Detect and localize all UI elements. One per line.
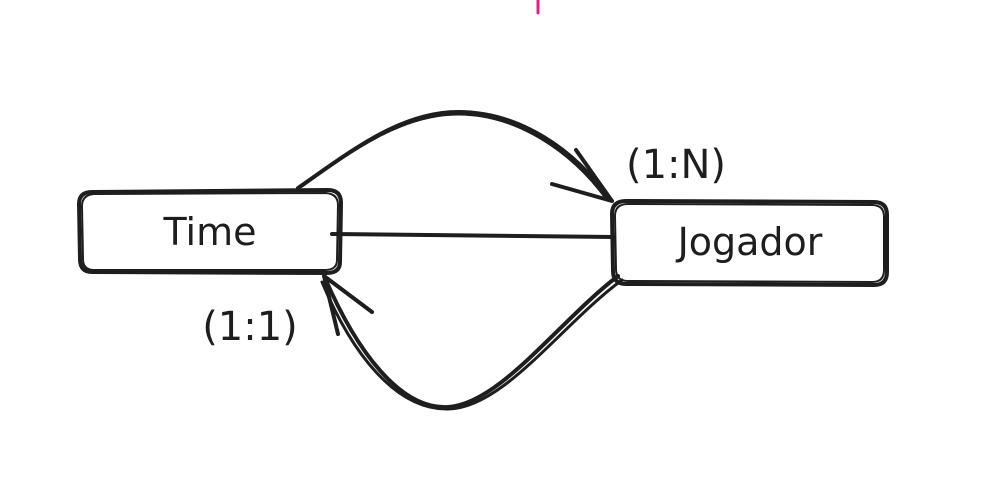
edge-jogador-to-time-bottom[interactable] [320, 274, 624, 411]
cardinality-label-1n: (1:N) [626, 142, 726, 188]
edge-time-to-jogador-top[interactable] [296, 110, 614, 203]
entity-jogador[interactable]: Jogador [610, 199, 889, 287]
cardinality-label-11: (1:1) [202, 304, 298, 350]
entity-jogador-label: Jogador [676, 220, 823, 264]
entity-time[interactable]: Time [77, 188, 343, 275]
edge-time-jogador-middle[interactable] [330, 232, 616, 239]
arrowhead-icon [322, 274, 374, 336]
arrowhead-icon [550, 148, 614, 203]
entity-time-label: Time [163, 210, 257, 254]
